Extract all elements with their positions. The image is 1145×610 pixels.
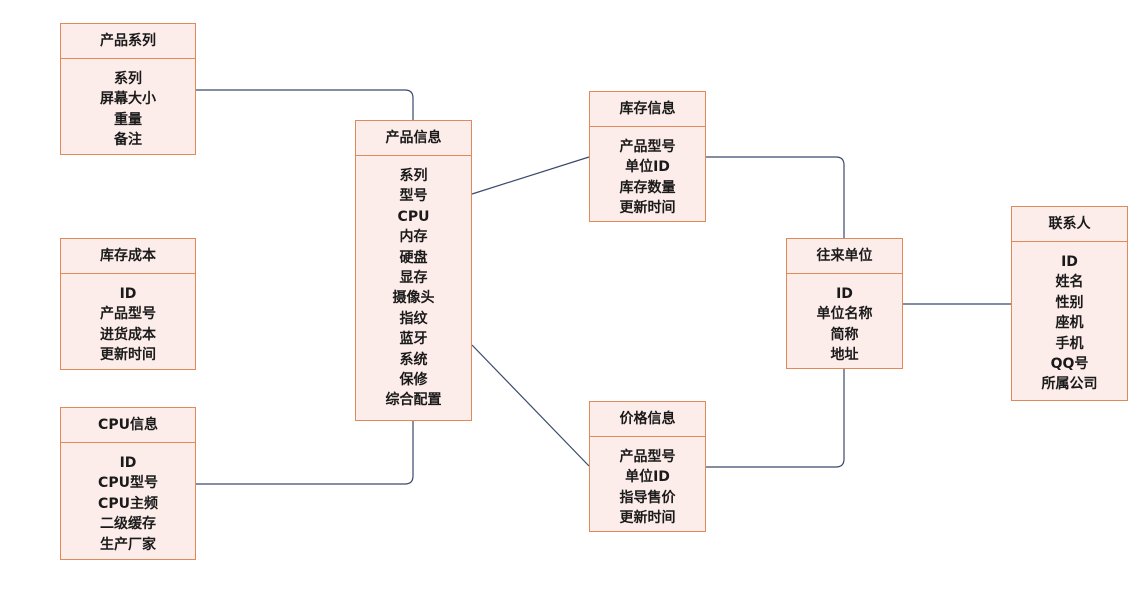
connector-inventory-to-partner [706, 156, 845, 238]
field-item: 系统 [399, 351, 428, 368]
connector-product-to-inventory [471, 156, 590, 195]
field-item: CPU型号 [98, 475, 158, 492]
field-item: ID [119, 286, 137, 302]
entity-fields: ID 单位名称 简称 地址 [787, 274, 902, 366]
entity-title: CPU信息 [61, 408, 195, 443]
entity-fields: 系列 型号 CPU 内存 硬盘 显存 摄像头 指纹 蓝牙 系统 保修 综合配置 [356, 156, 471, 411]
entity-title: 产品信息 [356, 121, 471, 156]
field-item: 硬盘 [399, 249, 428, 266]
field-item: ID [119, 455, 137, 471]
entity-product-info[interactable]: 产品信息 系列 型号 CPU 内存 硬盘 显存 摄像头 指纹 蓝牙 系统 保修 … [355, 120, 472, 421]
field-item: 简称 [830, 326, 859, 343]
field-item: ID [836, 286, 853, 302]
entity-price-info[interactable]: 价格信息 产品型号 单位ID 指导售价 更新时间 [589, 401, 706, 532]
entity-fields: 系列 屏幕大小 重量 备注 [61, 59, 195, 151]
field-item: 库存数量 [619, 179, 676, 196]
connector-cpu-to-product [196, 421, 414, 485]
field-item: 内存 [399, 229, 428, 246]
field-item: 单位名称 [816, 306, 873, 323]
field-item: 地址 [830, 347, 859, 364]
field-item: 姓名 [1055, 274, 1084, 291]
field-item: 所属公司 [1041, 376, 1098, 393]
field-item: CPU主频 [98, 495, 158, 512]
field-item: 二级缓存 [100, 516, 156, 533]
field-item: 系列 [114, 71, 142, 87]
entity-inventory-info[interactable]: 库存信息 产品型号 单位ID 库存数量 更新时间 [589, 91, 706, 222]
field-item: 单位ID [625, 469, 670, 486]
entity-title: 往来单位 [787, 239, 902, 274]
entity-fields: 产品型号 单位ID 指导售价 更新时间 [590, 437, 705, 529]
field-item: 更新时间 [619, 200, 676, 217]
field-item: 产品型号 [100, 306, 156, 323]
field-item: 综合配置 [385, 392, 442, 409]
field-item: 产品型号 [619, 139, 676, 155]
connector-price-to-partner [706, 369, 845, 468]
field-item: QQ号 [1050, 355, 1089, 372]
field-item: 屏幕大小 [100, 91, 156, 108]
field-item: 显存 [399, 269, 428, 286]
entity-fields: ID 产品型号 进货成本 更新时间 [61, 274, 195, 366]
field-item: CPU [397, 208, 430, 225]
entity-partner[interactable]: 往来单位 ID 单位名称 简称 地址 [786, 238, 903, 369]
field-item: 性别 [1055, 294, 1084, 311]
field-item: 生产厂家 [100, 536, 156, 553]
entity-product-series[interactable]: 产品系列 系列 屏幕大小 重量 备注 [60, 23, 196, 155]
field-item: 单位ID [625, 159, 670, 176]
field-item: 型号 [399, 188, 428, 205]
connector-series-to-product [196, 89, 414, 120]
field-item: 摄像头 [392, 290, 435, 307]
entity-title: 价格信息 [590, 402, 705, 437]
field-item: 保修 [399, 371, 428, 388]
entity-title: 联系人 [1012, 207, 1127, 242]
entity-contact[interactable]: 联系人 ID 姓名 性别 座机 手机 QQ号 所属公司 [1011, 206, 1128, 401]
field-item: 进货成本 [100, 326, 156, 343]
field-item: 手机 [1055, 335, 1084, 352]
field-item: 座机 [1055, 315, 1084, 332]
field-item: 指纹 [399, 310, 428, 327]
entity-cpu-info[interactable]: CPU信息 ID CPU型号 CPU主频 二级缓存 生产厂家 [60, 407, 196, 560]
field-item: 产品型号 [619, 449, 676, 465]
entity-stock-cost[interactable]: 库存成本 ID 产品型号 进货成本 更新时间 [60, 238, 196, 370]
entity-title: 库存成本 [61, 239, 195, 274]
connector-product-to-price [471, 344, 590, 467]
entity-fields: ID CPU型号 CPU主频 二级缓存 生产厂家 [61, 443, 195, 555]
field-item: 蓝牙 [399, 331, 428, 348]
field-item: 更新时间 [100, 347, 156, 364]
field-item: 指导售价 [619, 489, 676, 506]
field-item: 系列 [399, 168, 428, 184]
entity-fields: ID 姓名 性别 座机 手机 QQ号 所属公司 [1012, 242, 1127, 395]
field-item: 重量 [114, 111, 142, 128]
entity-title: 产品系列 [61, 24, 195, 59]
entity-fields: 产品型号 单位ID 库存数量 更新时间 [590, 127, 705, 219]
entity-title: 库存信息 [590, 92, 705, 127]
field-item: 更新时间 [619, 510, 676, 527]
field-item: ID [1061, 254, 1078, 270]
field-item: 备注 [114, 132, 142, 149]
